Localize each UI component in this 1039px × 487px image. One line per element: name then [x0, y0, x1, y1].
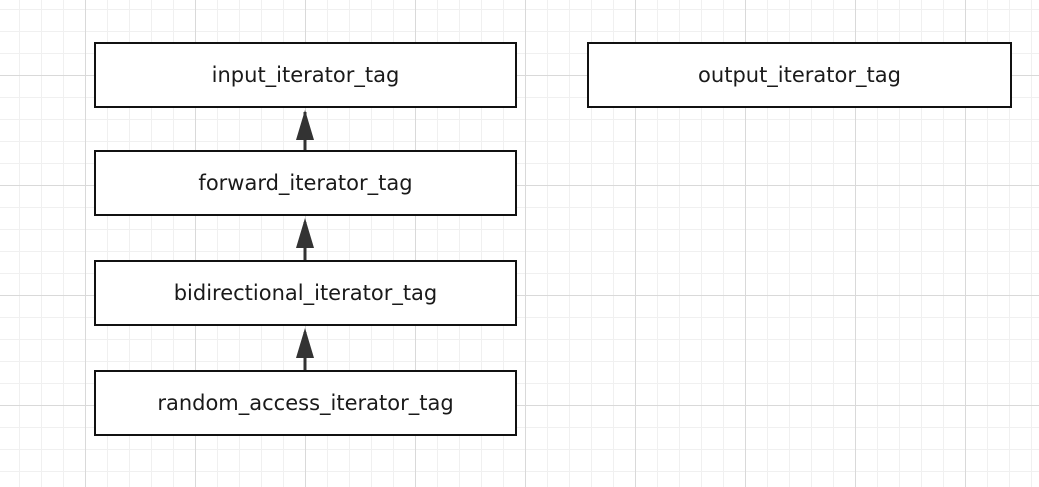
- node-label: random_access_iterator_tag: [157, 391, 454, 415]
- node-label: input_iterator_tag: [211, 63, 400, 87]
- edge-forward-to-input: [296, 110, 314, 150]
- node-forward-iterator-tag: forward_iterator_tag: [94, 150, 517, 216]
- node-input-iterator-tag: input_iterator_tag: [94, 42, 517, 108]
- arrowhead-icon: [296, 218, 314, 248]
- node-bidirectional-iterator-tag: bidirectional_iterator_tag: [94, 260, 517, 326]
- node-random-access-iterator-tag: random_access_iterator_tag: [94, 370, 517, 436]
- arrowhead-icon: [296, 328, 314, 358]
- node-label: bidirectional_iterator_tag: [173, 281, 438, 305]
- edge-bidirectional-to-forward: [296, 218, 314, 260]
- edge-random-access-to-bidirectional: [296, 328, 314, 370]
- node-label: forward_iterator_tag: [198, 171, 413, 195]
- arrowhead-icon: [296, 110, 314, 140]
- node-label: output_iterator_tag: [698, 63, 901, 87]
- node-output-iterator-tag: output_iterator_tag: [587, 42, 1012, 108]
